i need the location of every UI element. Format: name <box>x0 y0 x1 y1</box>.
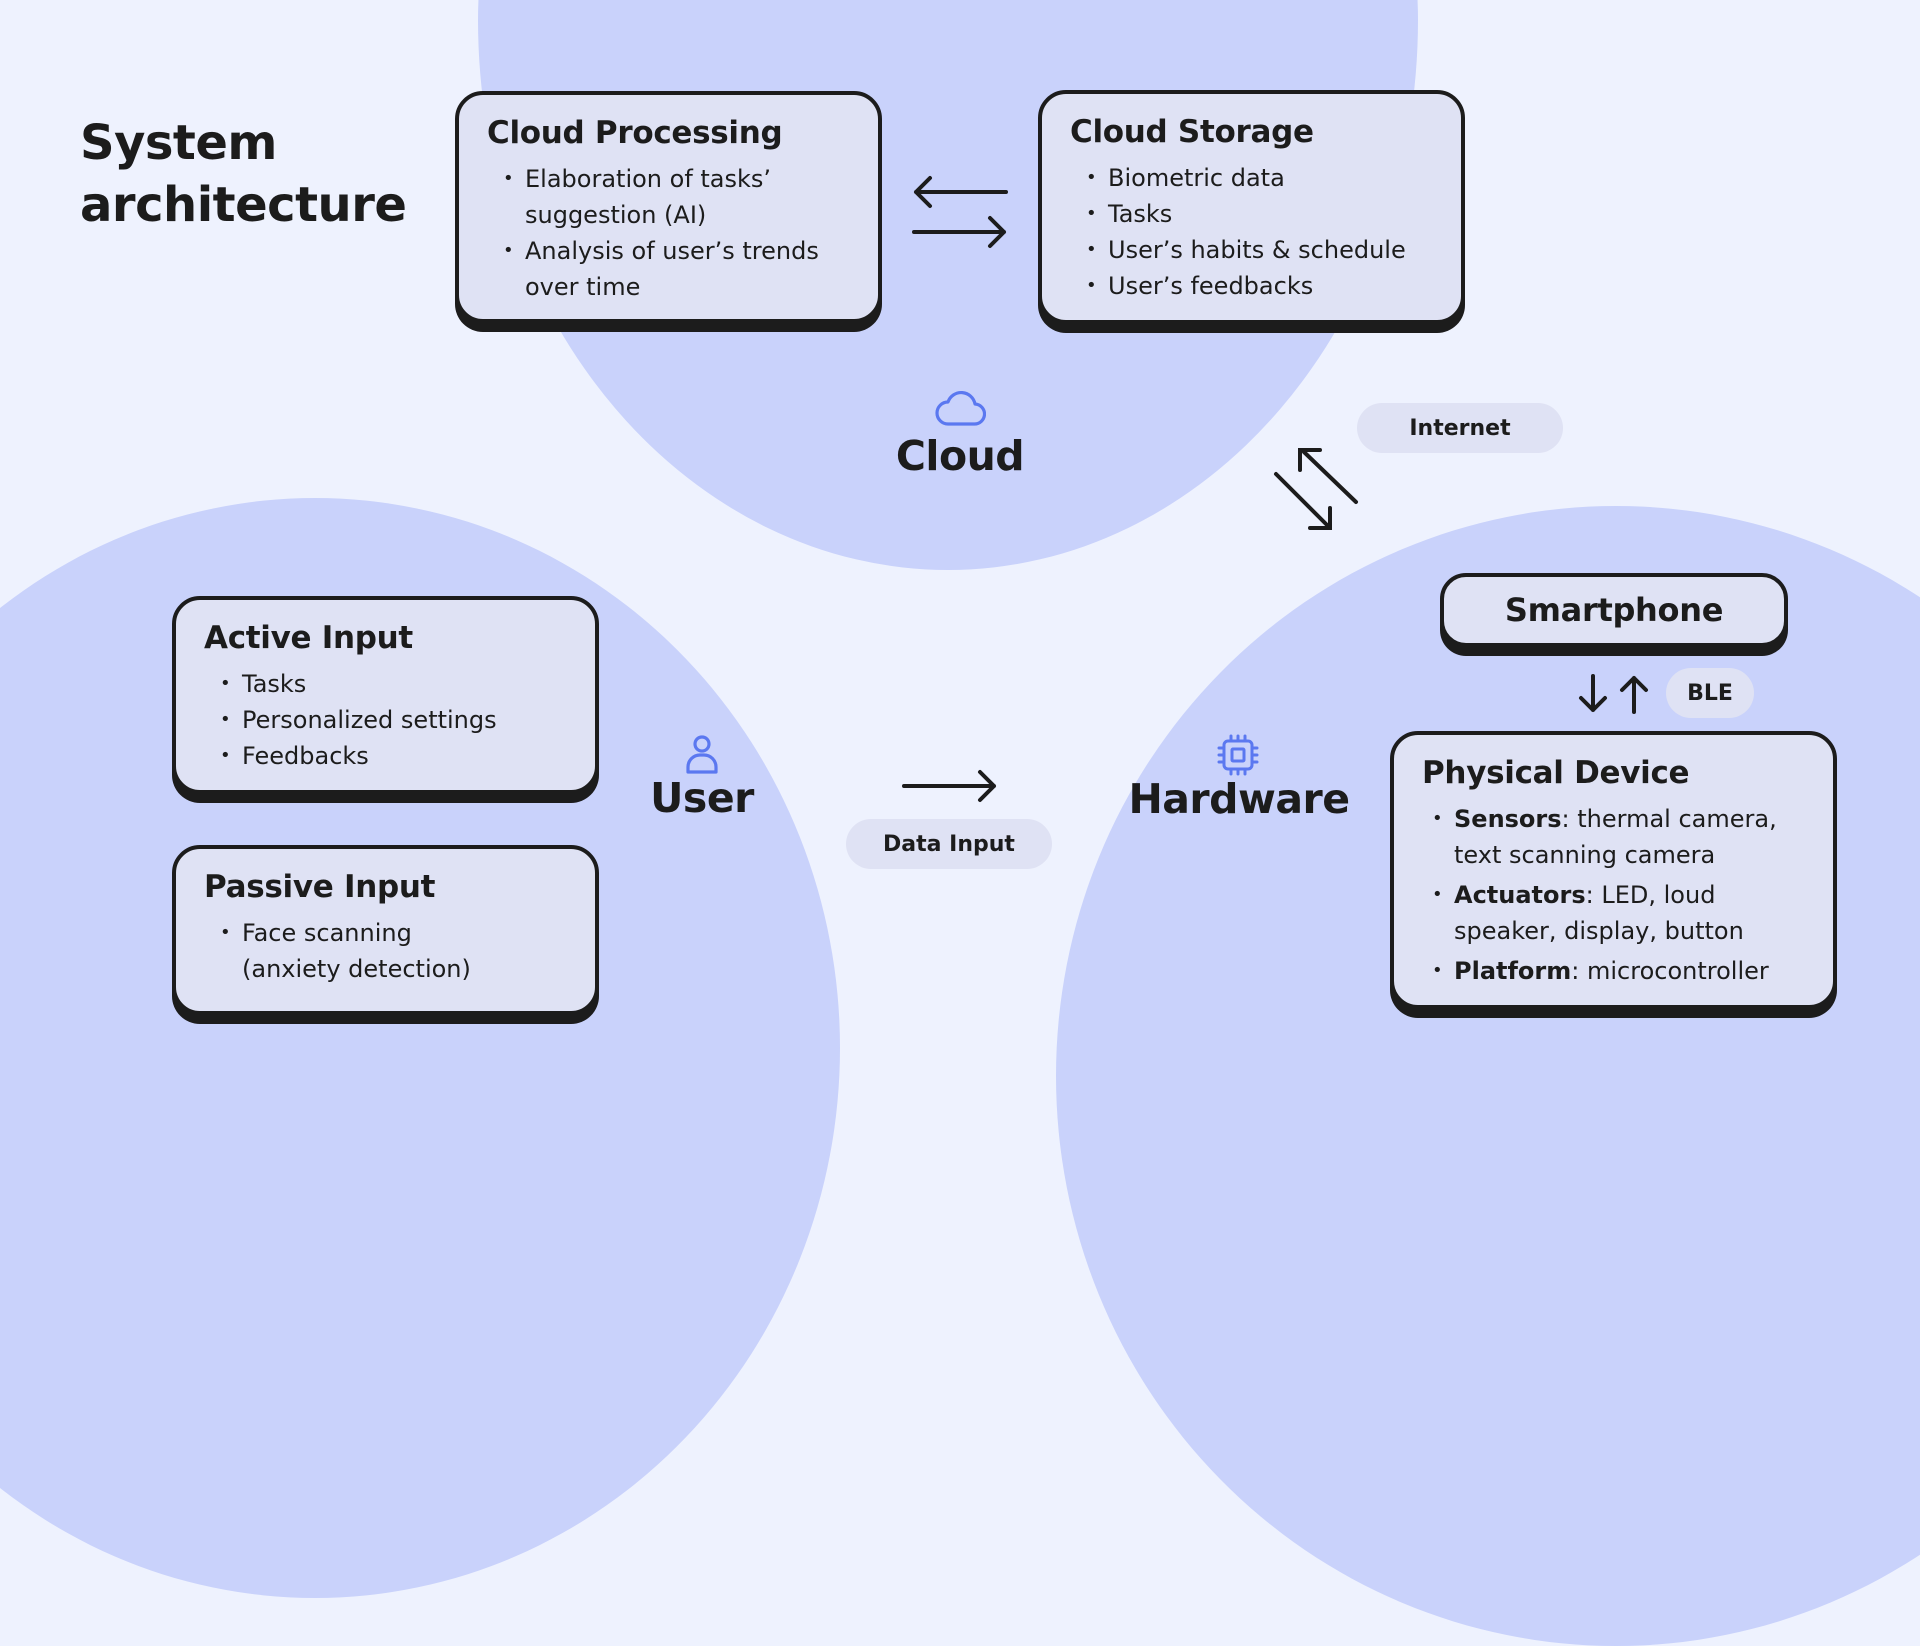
data-input-connection-badge: Data Input <box>846 819 1052 869</box>
item-text: : LED, loud speaker, display, button <box>1454 881 1744 945</box>
list-item: Tasks <box>1086 196 1435 232</box>
user-icon <box>686 735 718 774</box>
list-item: User’s feedbacks <box>1086 268 1435 304</box>
hardware-zone-background <box>1056 506 1920 1646</box>
diagonal-bidirectional-arrows-icon <box>1274 448 1358 530</box>
list-item: Personalized settings <box>220 702 569 738</box>
card-list: Face scanning (anxiety detection) <box>204 915 569 987</box>
cloud-processing-card: Cloud Processing Elaboration of tasks’ s… <box>455 91 882 323</box>
item-label: Actuators <box>1454 881 1586 909</box>
cloud-storage-card: Cloud Storage Biometric data Tasks User’… <box>1038 90 1465 324</box>
card-list: Elaboration of tasks’ suggestion (AI) An… <box>487 161 852 305</box>
list-item: Sensors: thermal camera, text scanning c… <box>1432 801 1807 873</box>
card-title: Smartphone <box>1504 591 1724 629</box>
card-title: Active Input <box>204 620 413 656</box>
internet-connection-badge: Internet <box>1357 403 1563 453</box>
card-title: Physical Device <box>1422 755 1690 791</box>
passive-input-card: Passive Input Face scanning (anxiety det… <box>172 845 599 1015</box>
arrow-right-icon <box>902 770 996 802</box>
list-item: Actuators: LED, loud speaker, display, b… <box>1432 877 1807 949</box>
list-item: Elaboration of tasks’ suggestion (AI) <box>503 161 852 233</box>
list-item: Feedbacks <box>220 738 569 774</box>
cloud-icon <box>935 391 986 426</box>
card-list: Sensors: thermal camera, text scanning c… <box>1422 801 1807 989</box>
vertical-bidirectional-arrows-icon <box>1579 674 1648 714</box>
cloud-zone-label: Cloud <box>895 432 1025 480</box>
item-label: Platform <box>1454 957 1572 985</box>
card-title: Cloud Storage <box>1070 114 1314 150</box>
card-list: Biometric data Tasks User’s habits & sch… <box>1070 160 1435 304</box>
page-title: System architecture <box>80 112 407 236</box>
title-line-2: architecture <box>80 177 407 233</box>
item-text: : thermal camera, text scanning camera <box>1454 805 1777 869</box>
title-line-1: System <box>80 115 277 171</box>
item-label: Sensors <box>1454 805 1562 833</box>
chip-icon <box>1217 734 1259 776</box>
active-input-card: Active Input Tasks Personalized settings… <box>172 596 599 794</box>
list-item: Tasks <box>220 666 569 702</box>
list-item: Face scanning (anxiety detection) <box>220 915 492 987</box>
list-item: Analysis of user’s trends over time <box>503 233 852 305</box>
physical-device-card: Physical Device Sensors: thermal camera,… <box>1390 731 1837 1009</box>
bidirectional-arrows-icon <box>912 176 1008 248</box>
item-text: : microcontroller <box>1571 957 1769 985</box>
arrow-right <box>912 216 1006 248</box>
ble-connection-badge: BLE <box>1666 668 1754 718</box>
hardware-zone-label: Hardware <box>1128 775 1350 823</box>
card-list: Tasks Personalized settings Feedbacks <box>204 666 569 774</box>
card-title: Passive Input <box>204 869 436 905</box>
arrow-down <box>1579 674 1607 712</box>
list-item: User’s habits & schedule <box>1086 232 1435 268</box>
arrow-down-right <box>1274 472 1332 530</box>
smartphone-card: Smartphone <box>1440 573 1788 647</box>
list-item: Platform: microcontroller <box>1432 953 1807 989</box>
arrow-left <box>914 176 1008 208</box>
arrow-up <box>1620 676 1648 714</box>
list-item: Biometric data <box>1086 160 1435 196</box>
card-title: Cloud Processing <box>487 115 783 151</box>
arrow-up-left <box>1298 448 1358 504</box>
user-zone-label: User <box>650 774 754 822</box>
